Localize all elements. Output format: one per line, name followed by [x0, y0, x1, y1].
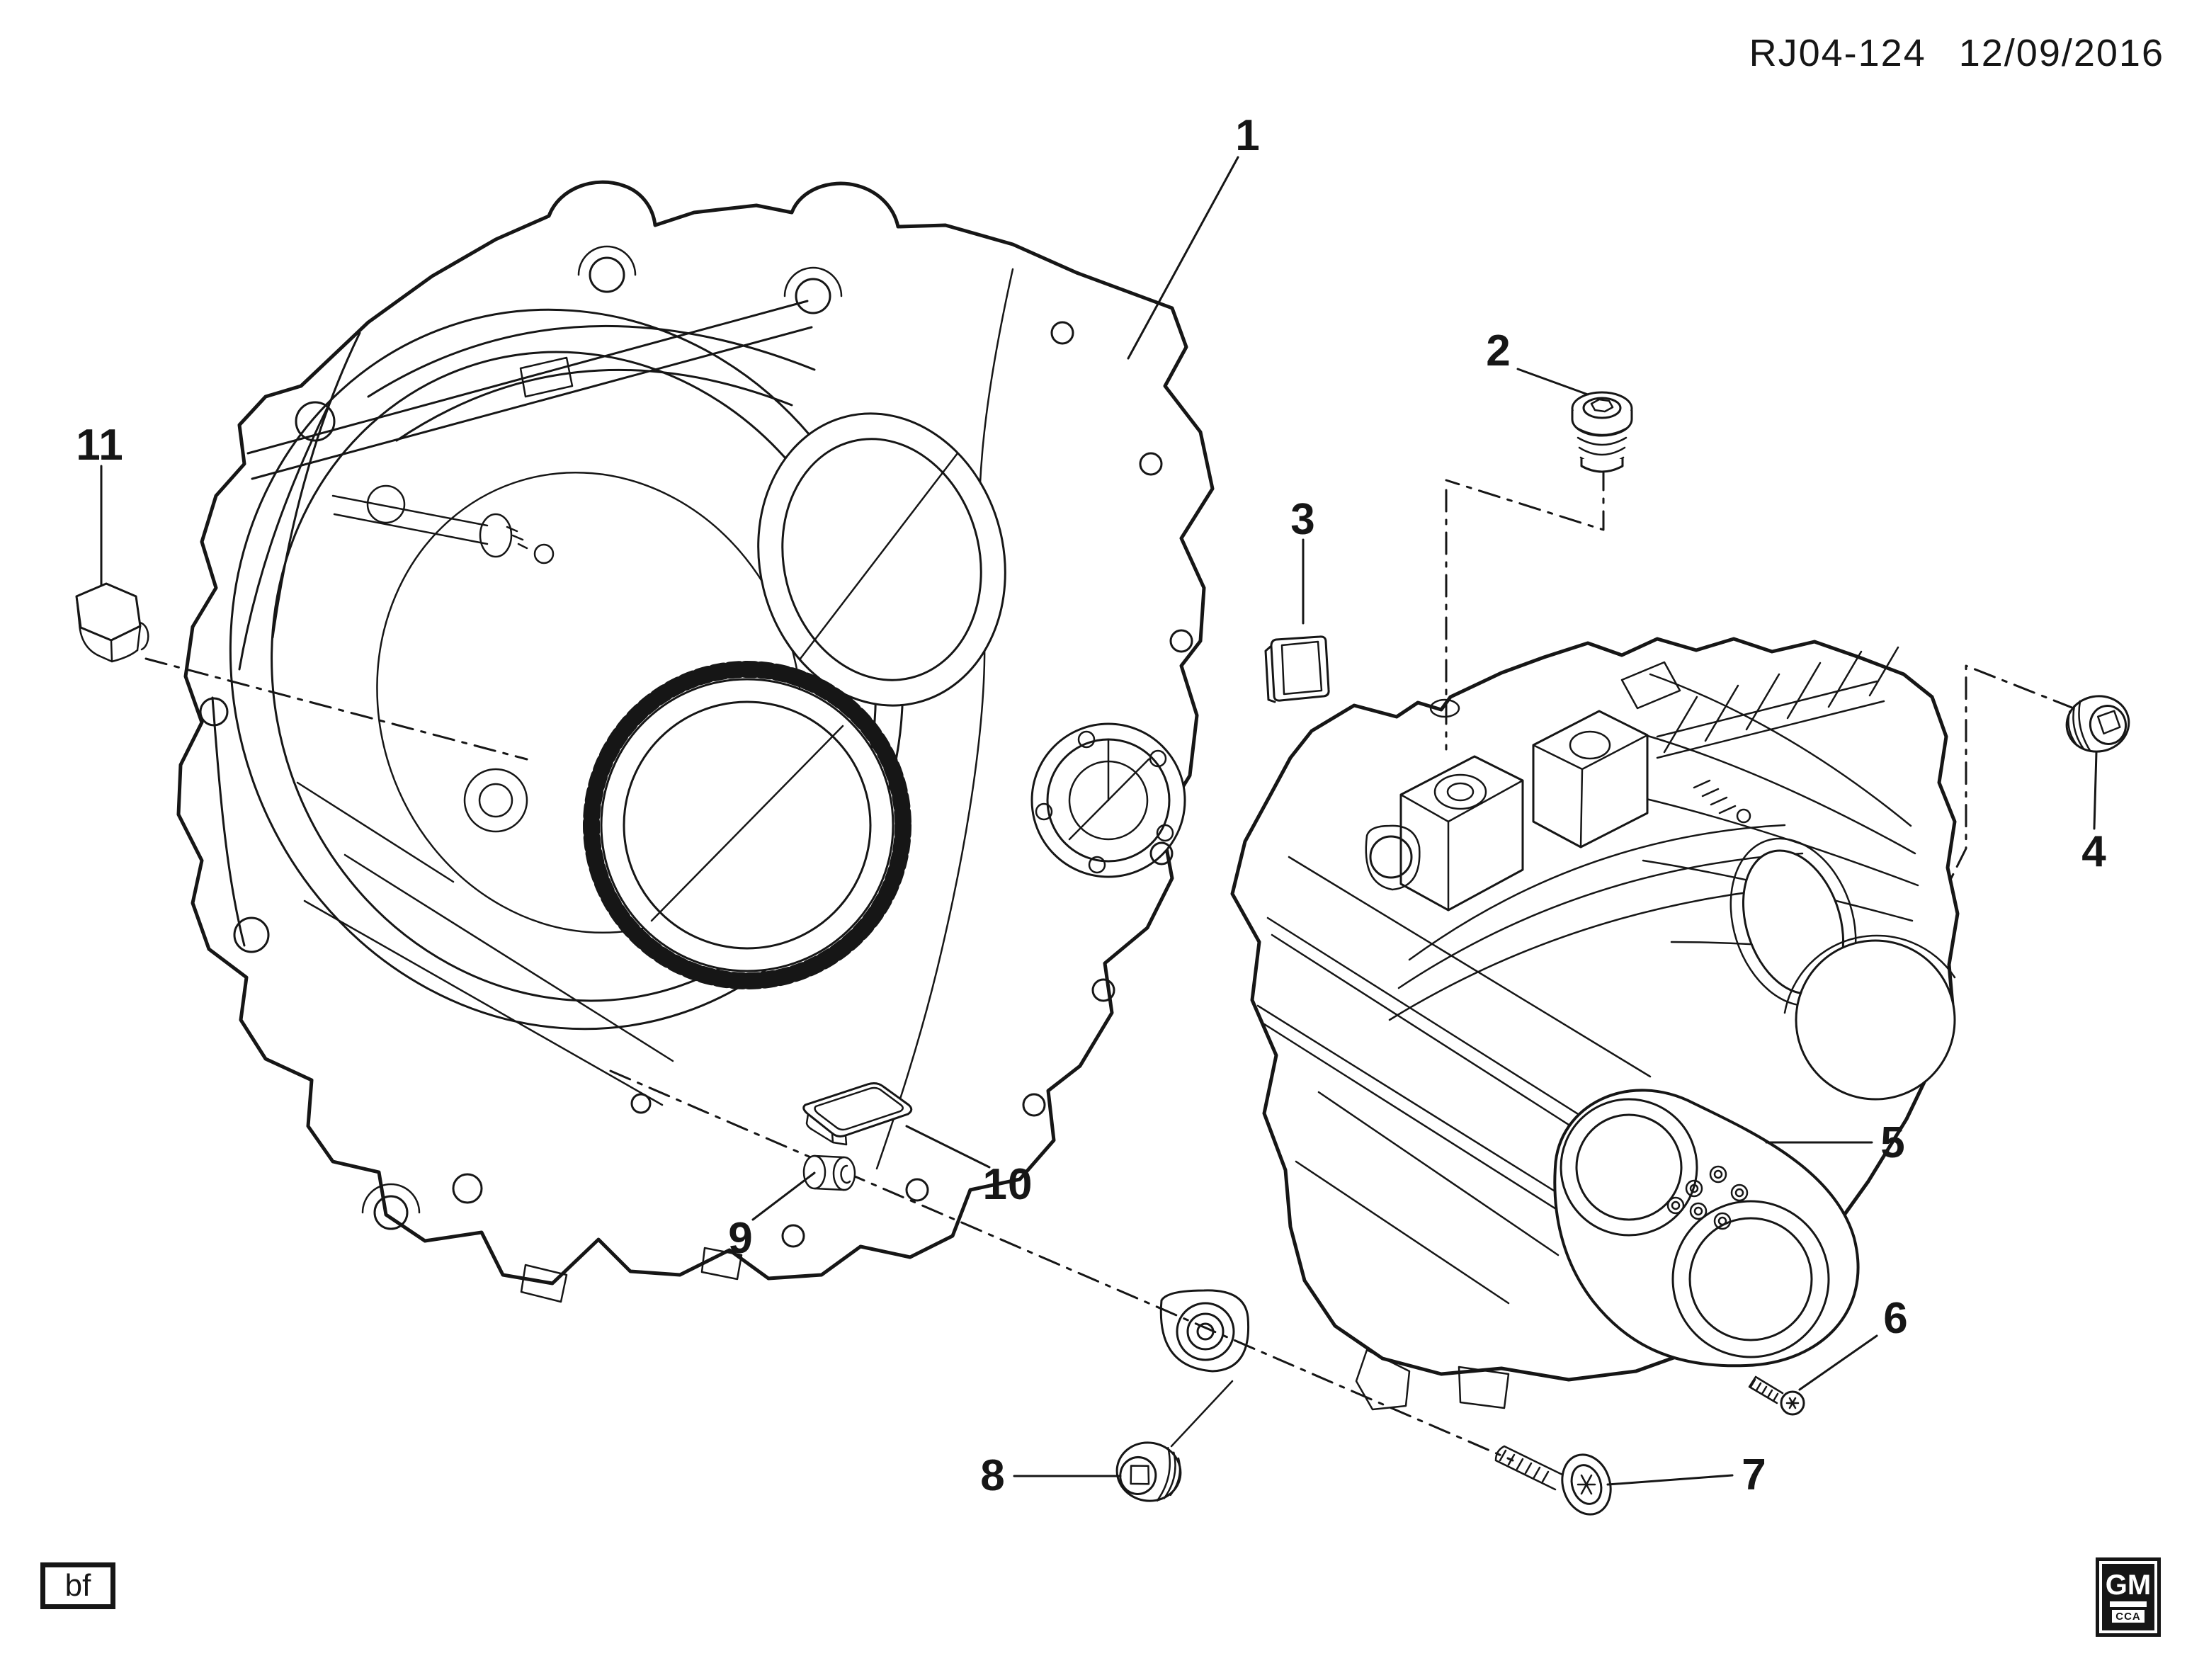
centerline-plug-4: [1946, 664, 2075, 887]
page-code: bf: [64, 1568, 91, 1603]
leader-lines: [100, 156, 2098, 1486]
centerline-plug-8: [1170, 1380, 1234, 1448]
callout-4: 4: [2081, 827, 2107, 876]
callout-5: 5: [1880, 1118, 1906, 1167]
clutch-housing-drawing: [176, 180, 1215, 1303]
gm-logo-text: GM: [2105, 1569, 2152, 1601]
leader-9: [751, 1171, 816, 1221]
centerline-plug-2: [1445, 467, 1605, 751]
part-10-magnet-plate: [802, 1082, 913, 1146]
part-8-plug: [1115, 1441, 1182, 1502]
part-6-bolt: [1748, 1375, 1805, 1416]
transmission-case-drawing: [1159, 637, 1960, 1411]
drawing-number: RJ04-124: [1749, 32, 1926, 74]
callout-2: 2: [1486, 327, 1511, 375]
leader-7: [1606, 1474, 1734, 1486]
callout-3: 3: [1290, 495, 1316, 544]
gm-logo-subtext: CCA: [2112, 1609, 2145, 1623]
gm-logo-underline: [2110, 1601, 2147, 1607]
callout-1: 1: [1235, 111, 1261, 160]
drawing-date: 12/09/2016: [1958, 32, 2164, 74]
callout-9: 9: [728, 1214, 754, 1263]
leader-4: [2093, 751, 2098, 830]
part-2-plug: [1571, 391, 1633, 473]
callout-8: 8: [980, 1451, 1006, 1500]
part-11-cap: [75, 582, 149, 663]
part-3-magnet: [1264, 635, 1330, 703]
centerline-cap-11: [144, 657, 528, 761]
part-7-bolt: [1494, 1445, 1612, 1516]
part-4-plug: [2065, 695, 2130, 753]
header: RJ04-124 12/09/2016: [1749, 31, 2164, 75]
page-code-box: bf: [40, 1562, 115, 1609]
gm-logo-bevel: GM CCA: [2099, 1561, 2157, 1633]
leader-6: [1798, 1334, 1878, 1391]
gm-logo-inner: GM CCA: [2102, 1564, 2154, 1630]
part-9-pin: [802, 1154, 856, 1191]
leader-2: [1516, 368, 1589, 396]
center-lines: [144, 467, 2075, 1462]
callout-11: 11: [76, 421, 124, 470]
leader-10: [905, 1125, 991, 1169]
leader-1: [1127, 156, 1239, 360]
centerline-main-axis: [609, 1069, 1514, 1462]
callout-6: 6: [1883, 1294, 1909, 1343]
callout-10: 10: [982, 1160, 1033, 1209]
gm-logo: GM CCA: [2096, 1557, 2161, 1637]
callout-7: 7: [1742, 1451, 1767, 1499]
